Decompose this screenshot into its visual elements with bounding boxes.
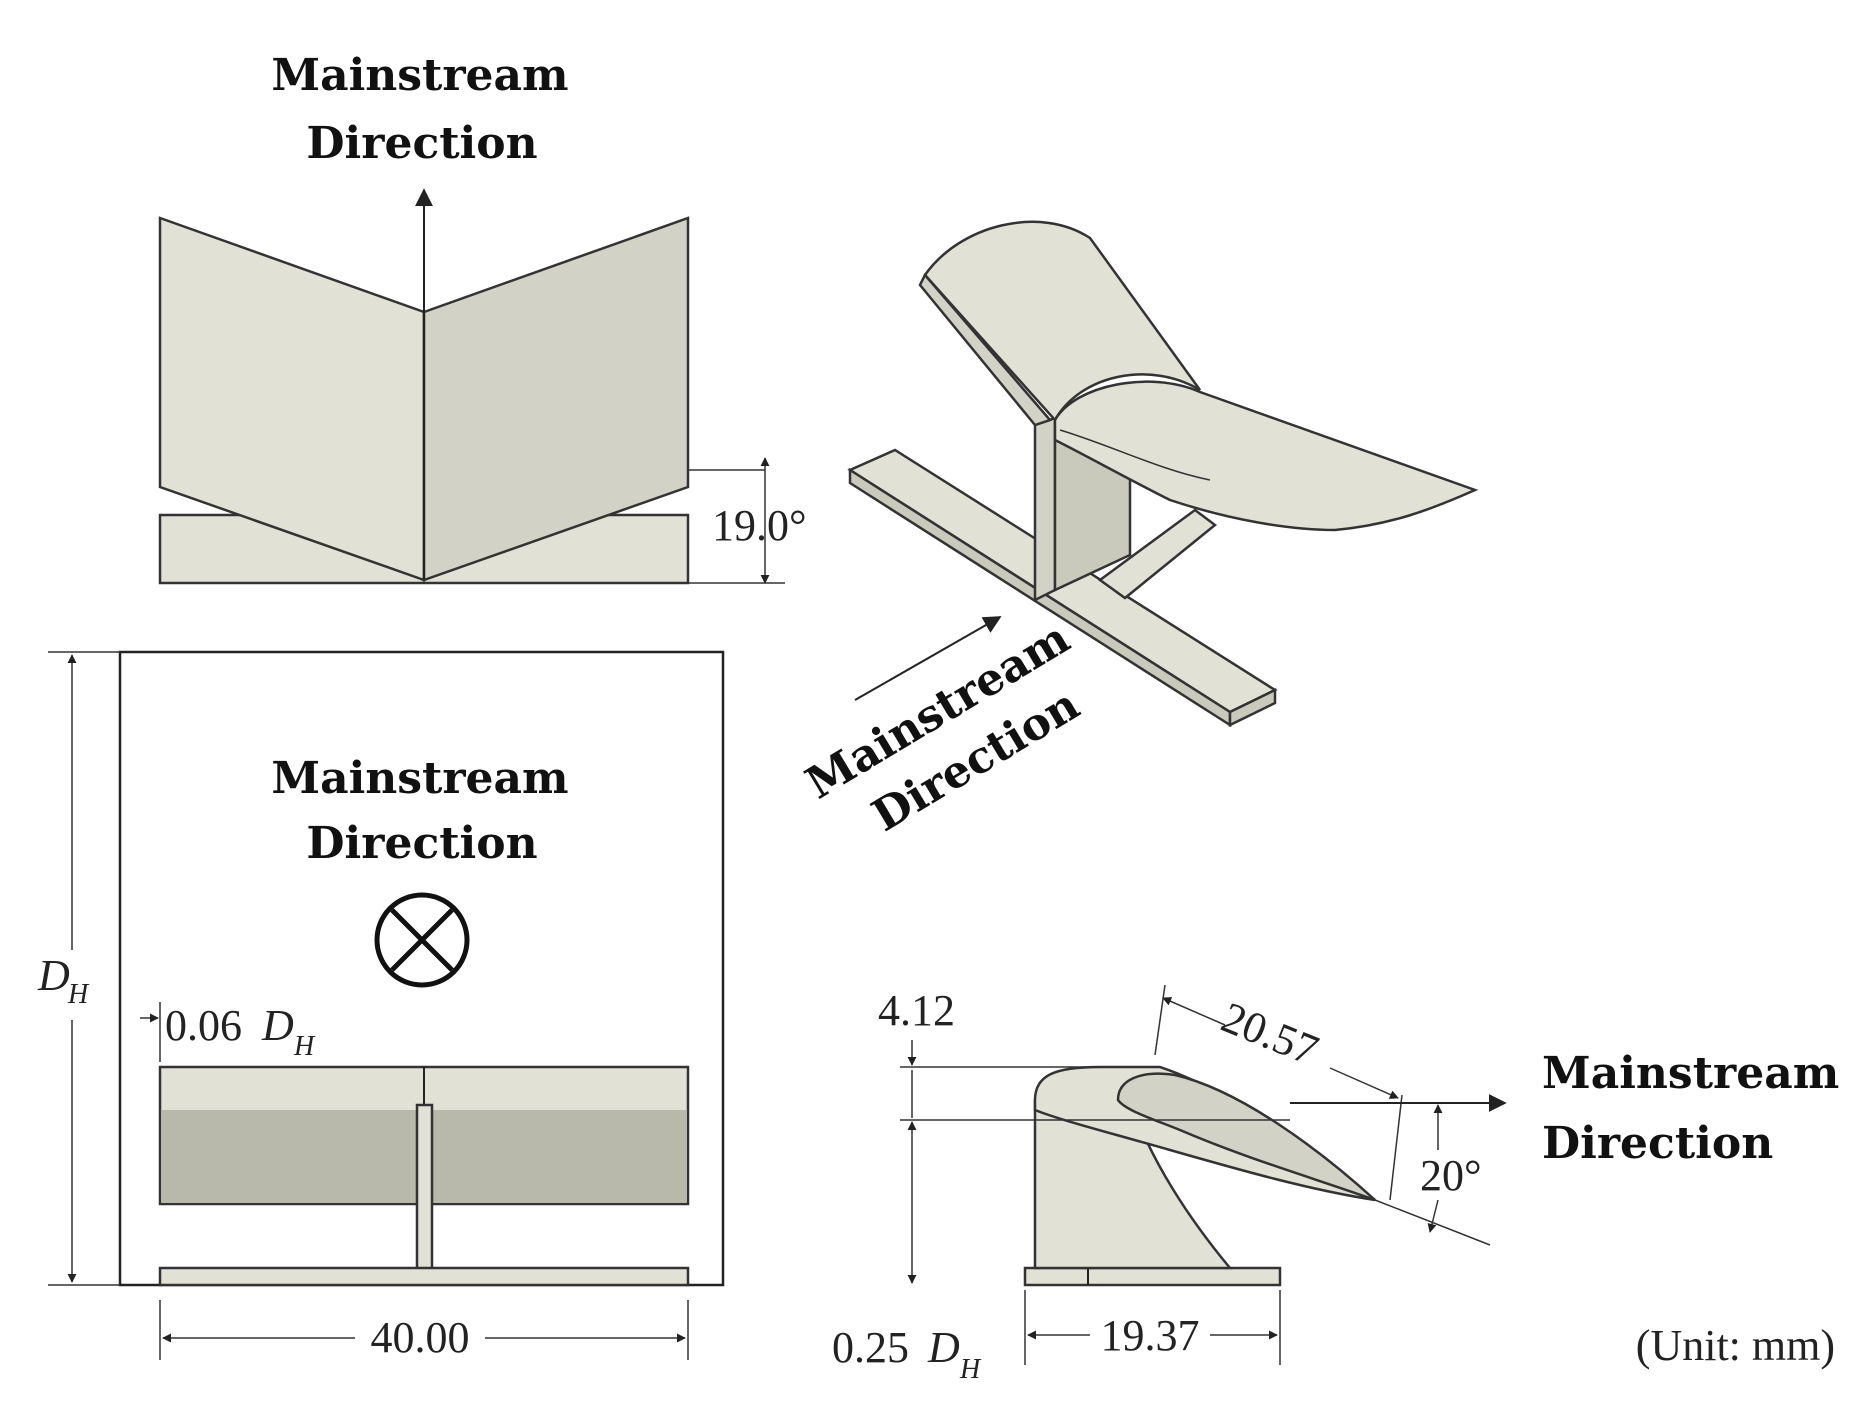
section-mainstream-label: Mainstream xyxy=(271,753,568,804)
iso-mainstream-label: Mainstream Direction xyxy=(797,613,1088,842)
side-vane-inner xyxy=(1116,1072,1376,1202)
into-page-icon xyxy=(374,892,470,988)
angle20-label: 20° xyxy=(1420,1151,1482,1200)
svg-text:H: H xyxy=(67,979,90,1010)
cross-section-view: Mainstream Direction D H 0.06 D xyxy=(30,650,725,1362)
iso-vane-front xyxy=(1053,380,1479,532)
iso-base-long-end xyxy=(1228,687,1277,728)
iso-vane-front-crease xyxy=(1059,429,1211,481)
dh-label: D H xyxy=(30,950,110,1020)
iso-stem xyxy=(1033,416,1057,603)
iso-vane-back-edge xyxy=(918,272,1053,427)
angle20-arrow-bottom xyxy=(1427,1199,1439,1233)
angle-19-label: 19.0° xyxy=(712,501,807,550)
svg-text:0.06: 0.06 xyxy=(165,1001,242,1050)
chord-dim-right xyxy=(1329,1067,1399,1099)
chord-dim-left xyxy=(1162,997,1226,1026)
iso-vane-back xyxy=(923,220,1202,423)
svg-text:0.25: 0.25 xyxy=(832,1323,909,1372)
chord-label: 20.57 xyxy=(1215,993,1325,1076)
h412-label: 4.12 xyxy=(878,986,955,1035)
svg-text:H: H xyxy=(293,1031,316,1062)
svg-text:D: D xyxy=(261,1001,294,1050)
section-base-plate xyxy=(158,1266,690,1287)
section-direction-label: Direction xyxy=(306,818,537,869)
iso-mainstream-arrow xyxy=(854,616,1002,701)
side-direction-label: Direction xyxy=(1542,1118,1773,1169)
front-view: Mainstream Direction 19.0° xyxy=(158,50,807,585)
unit-label: (Unit: mm) xyxy=(1636,1321,1835,1370)
svg-text:D: D xyxy=(37,951,70,1000)
section-stem xyxy=(415,1103,434,1274)
svg-text:H: H xyxy=(959,1354,982,1385)
gap-label: 0.06 D H xyxy=(165,1001,316,1062)
side-base-plate xyxy=(1023,1266,1282,1287)
base-height-label: 0.25 D H xyxy=(832,1323,982,1385)
chord-ext-lead xyxy=(1154,984,1166,1056)
iso-base-arm xyxy=(1097,508,1218,600)
base-length-label: 19.37 xyxy=(1101,1311,1200,1360)
side-mainstream-label: Mainstream xyxy=(1542,1048,1839,1099)
side-view: 4.12 20.57 20° Mainstream Direction 19.3… xyxy=(832,984,1839,1385)
isometric-view: Mainstream Direction xyxy=(797,220,1479,842)
chord-ext-trail xyxy=(1389,1094,1403,1201)
front-view-mainstream-label: Mainstream xyxy=(271,50,568,101)
width-label: 40.00 xyxy=(371,1313,470,1362)
front-view-direction-label: Direction xyxy=(306,118,537,169)
svg-text:D: D xyxy=(927,1323,960,1372)
